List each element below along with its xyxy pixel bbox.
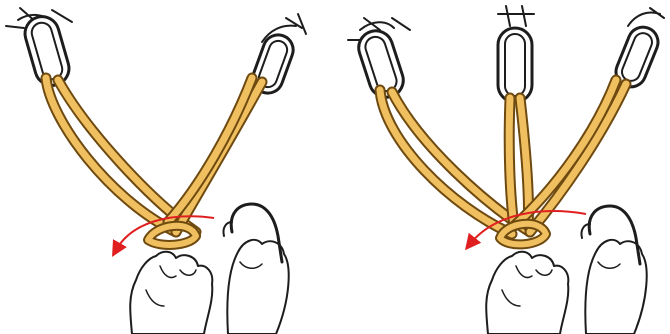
- center-hanger-icon: [498, 6, 534, 26]
- hand-icon: [486, 252, 568, 334]
- panel-after: [348, 6, 664, 334]
- panel-before: [6, 8, 306, 334]
- right-hanger-icon: [628, 8, 664, 26]
- locking-carabiner-icon: [581, 206, 640, 264]
- locking-carabiner-icon: [223, 204, 282, 262]
- sling: [46, 78, 262, 245]
- hand-icon: [130, 252, 212, 334]
- center-carabiner-icon: [498, 28, 532, 102]
